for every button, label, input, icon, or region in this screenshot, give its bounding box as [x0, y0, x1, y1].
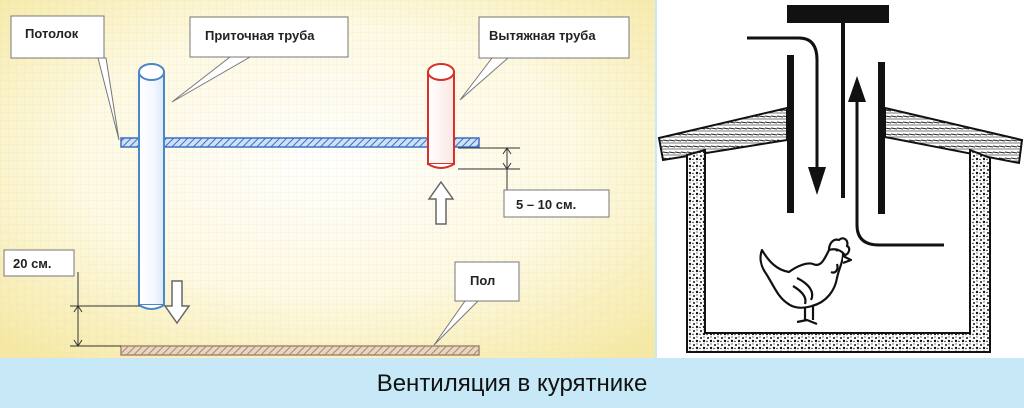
coop-illustration [657, 0, 1024, 358]
supply-pipe [138, 63, 165, 310]
up-arrow-icon [427, 180, 455, 225]
callout-floor: Пол [433, 261, 520, 346]
supply-gap-box: 20 см. [3, 249, 75, 277]
exhaust-pipe [427, 63, 455, 169]
roof-left [657, 106, 788, 162]
supply-pipe-label: Приточная труба [205, 28, 315, 43]
coop-illustration-svg [657, 5, 1024, 353]
exhaust-gap-label: 5 – 10 см. [516, 197, 576, 212]
exhaust-gap-dimension [458, 147, 520, 190]
top-cap [787, 5, 889, 23]
callout-exhaust-pipe: Вытяжная труба [459, 16, 630, 101]
supply-gap-label: 20 см. [13, 256, 52, 271]
figure-caption: Вентиляция в курятнике [376, 370, 648, 397]
up-arrow-icon [848, 76, 866, 102]
callout-ceiling: Потолок [10, 15, 120, 141]
ventilation-schematic: Потолок Приточная труба Вытяжная труба 5… [0, 0, 655, 358]
ceiling-label: Потолок [25, 26, 79, 41]
supply-pipe-wall [787, 55, 794, 213]
down-arrow-icon [163, 280, 191, 325]
callout-supply-pipe: Приточная труба [171, 16, 349, 103]
coop-walls [686, 148, 991, 353]
chicken-icon [759, 237, 853, 326]
exhaust-air-arrow [855, 100, 944, 247]
floor-label: Пол [470, 273, 495, 288]
exhaust-pipe-wall [878, 62, 885, 214]
ventilation-schematic-svg: Потолок Приточная труба Вытяжная труба 5… [0, 0, 655, 358]
ceiling-slab [120, 137, 480, 148]
floor-slab [120, 345, 480, 356]
exhaust-pipe-label: Вытяжная труба [489, 28, 596, 43]
exhaust-gap-box: 5 – 10 см. [503, 189, 610, 218]
roof-right [884, 106, 1024, 165]
down-arrow-icon [808, 167, 826, 195]
supply-air-arrow [747, 36, 819, 168]
supply-gap-dimension [70, 272, 140, 347]
